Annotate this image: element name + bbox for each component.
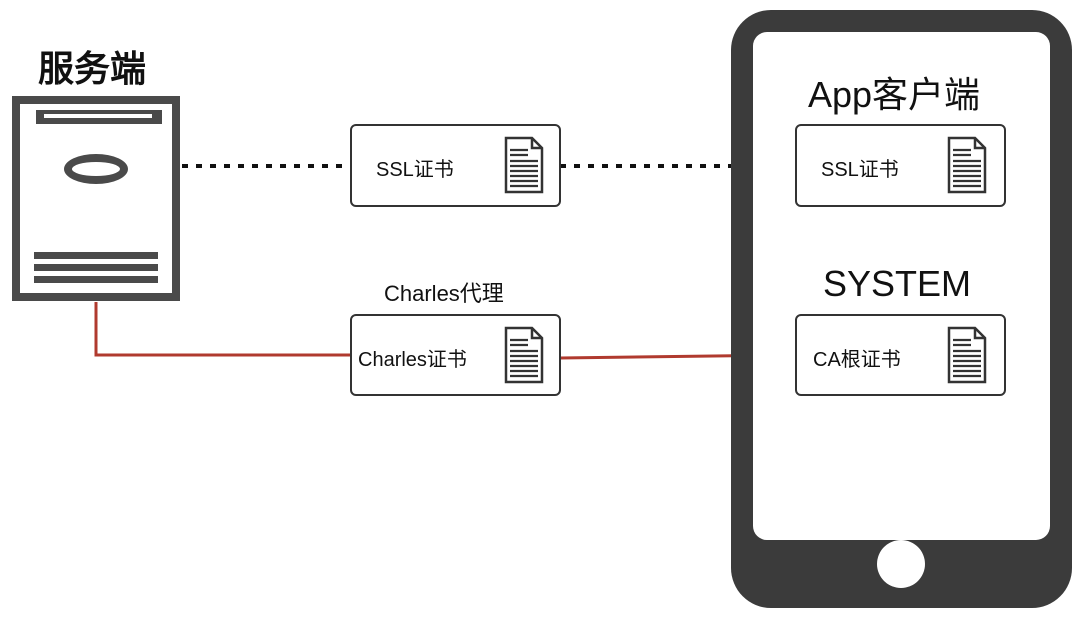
document-icon <box>947 326 987 384</box>
server-vent-bar <box>34 276 158 283</box>
red-line-server-to-charles <box>94 302 350 357</box>
document-icon <box>504 136 544 194</box>
server-vent-bar <box>34 252 158 259</box>
app-ssl-certificate-box: SSL证书 <box>795 124 1006 207</box>
charles-proxy-label: Charles代理 <box>384 281 504 306</box>
home-button-icon <box>877 540 925 588</box>
charles-certificate-box: Charles证书 <box>350 314 561 396</box>
document-icon <box>947 136 987 194</box>
app-ssl-certificate-label: SSL证书 <box>821 159 899 181</box>
ca-root-certificate-box: CA根证书 <box>795 314 1006 396</box>
charles-certificate-label: Charles证书 <box>358 349 467 371</box>
phone-device <box>731 10 1072 608</box>
ca-root-certificate-label: CA根证书 <box>813 349 901 371</box>
server-title: 服务端 <box>38 48 147 89</box>
document-icon <box>504 326 544 384</box>
system-title: SYSTEM <box>823 263 972 304</box>
server-disk <box>64 154 128 184</box>
server-vent-bar <box>34 264 158 271</box>
server-icon <box>12 96 180 301</box>
ssl-certificate-label: SSL证书 <box>376 159 454 181</box>
app-client-title: App客户端 <box>808 74 981 115</box>
phone-screen <box>753 32 1050 540</box>
ssl-certificate-box: SSL证书 <box>350 124 561 207</box>
